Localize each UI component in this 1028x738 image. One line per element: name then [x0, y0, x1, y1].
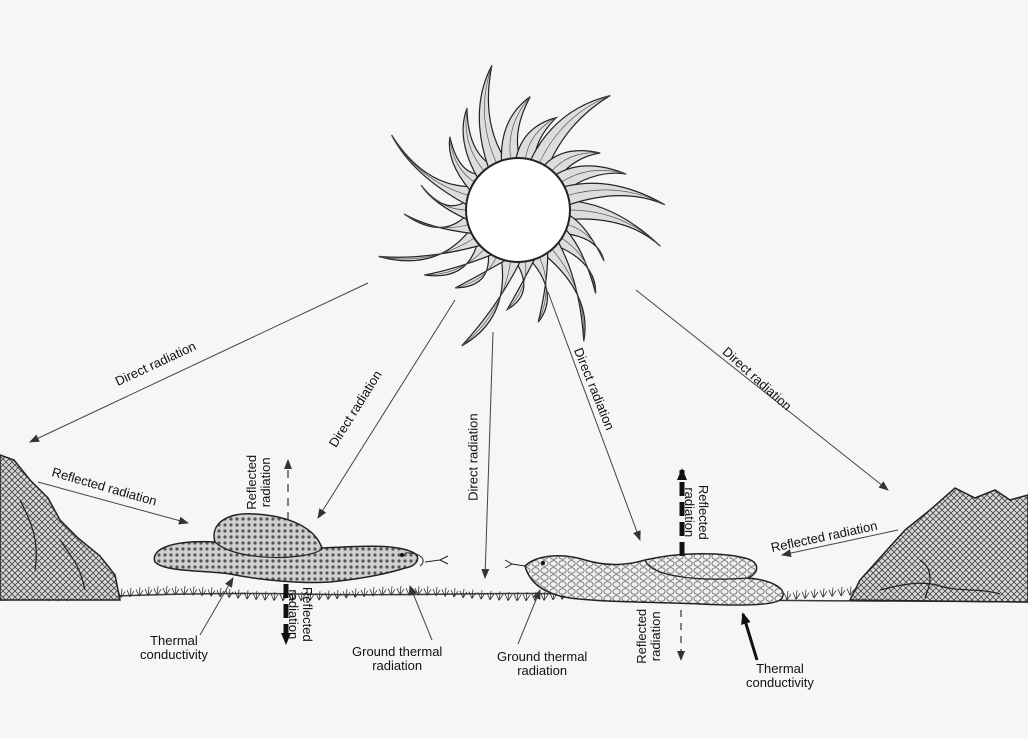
sun-ray-hatch — [424, 248, 485, 276]
sun-ray-hatch — [391, 134, 470, 196]
grass-tuft — [387, 586, 396, 596]
label-reflected-radiation-snake2-down: Reflected radiation — [634, 608, 664, 664]
grass-tuft — [153, 586, 162, 596]
grass-tuft — [792, 590, 801, 600]
sun-ray — [563, 182, 666, 206]
grass-tuft — [333, 589, 342, 600]
grass-tuft — [270, 591, 279, 601]
direct-radiation-arrows — [29, 282, 889, 579]
grass-tuft — [288, 591, 297, 602]
sun-ray-hatch — [537, 256, 547, 323]
grass-tuft — [846, 586, 855, 596]
sun-ray-hatch — [465, 108, 485, 172]
grass-tuft — [252, 590, 261, 601]
sun-disc — [465, 157, 571, 263]
grass-tuft — [495, 591, 504, 601]
grass-tuft — [216, 587, 225, 598]
sun-ray-hatch — [449, 136, 476, 183]
sun-ray-hatch — [538, 95, 611, 164]
grass-tuft — [198, 586, 207, 597]
grass-tuft — [486, 590, 495, 601]
grass-tuft — [306, 591, 315, 601]
grass-tuft — [513, 591, 522, 602]
grass-tuft — [810, 588, 819, 599]
grass-tuft — [801, 589, 810, 599]
grass-tuft — [369, 587, 378, 597]
sun-ray-hatch — [566, 224, 605, 262]
grass-tuft — [783, 590, 792, 601]
grass-tuft — [819, 588, 828, 598]
label-thermal-conductivity-left: Thermal conductivity — [140, 633, 208, 663]
rock-reflected-arrows — [37, 481, 899, 558]
left-rock — [0, 454, 121, 601]
sun-ray-hatch — [509, 96, 531, 160]
sun-ray-hatch — [461, 260, 512, 347]
grass-tuft — [450, 588, 459, 598]
label-ground-thermal-radiation-left: Ground thermal radiation — [352, 644, 443, 674]
grass-tuft — [459, 588, 468, 599]
grass-tuft — [135, 587, 144, 597]
grass-tuft — [477, 590, 486, 600]
grass-tuft — [207, 587, 216, 597]
sun-ray-hatch — [524, 117, 557, 160]
right-snake — [504, 552, 784, 606]
sun-ray-hatch — [378, 237, 476, 260]
sun-ray-hatch — [551, 152, 601, 172]
sun-ray-hatch — [455, 256, 498, 289]
grass-tuft — [297, 591, 306, 602]
grass-tuft — [540, 591, 549, 601]
label-direct-radiation-center: Direct radiation — [465, 413, 481, 501]
sun-ray-hatch — [551, 248, 585, 342]
grass-tuft — [522, 591, 531, 602]
grass-tuft — [432, 586, 441, 597]
grass-tuft — [243, 590, 252, 600]
sun-ray-hatch — [484, 65, 498, 164]
grass-tuft — [468, 589, 477, 599]
sun-ray-hatch — [420, 185, 467, 211]
label-reflected-radiation-snake1-down: Reflected radiation — [285, 586, 315, 642]
grass-tuft — [828, 587, 837, 597]
grass-tuft — [423, 586, 432, 596]
sun-ray-hatch — [403, 213, 470, 228]
sun-ray — [529, 251, 549, 323]
label-reflected-radiation-snake2-up: Reflected radiation — [681, 484, 711, 540]
sun-ray-hatch — [507, 260, 527, 310]
grass-tuft — [315, 591, 324, 601]
conduction-arrows — [199, 577, 759, 661]
right-rock — [848, 487, 1028, 603]
grass-tuft — [234, 589, 243, 599]
sun — [378, 65, 666, 347]
grass-tuft — [324, 590, 333, 600]
grass-tuft — [441, 587, 450, 597]
sun-ray-hatch — [560, 237, 597, 294]
grass-tuft — [396, 586, 405, 596]
grass-tuft — [378, 586, 387, 596]
grass-tuft — [144, 586, 153, 596]
grass-tuft — [351, 588, 360, 598]
grass-tuft — [225, 588, 234, 598]
left-snake — [153, 513, 449, 584]
grass-tuft — [126, 587, 135, 598]
grass-tuft — [171, 585, 180, 596]
grass-tuft — [189, 586, 198, 596]
grass-tuft — [261, 591, 270, 601]
sun-ray-hatch — [569, 209, 661, 247]
grass-tuft — [180, 586, 189, 596]
label-thermal-conductivity-right: Thermal conductivity — [746, 661, 814, 691]
sun-ray — [378, 228, 481, 262]
grass-tuft — [342, 589, 351, 599]
snake-reflected-arrows — [281, 459, 687, 661]
grass-tuft — [360, 587, 369, 598]
sun-ray-hatch — [566, 189, 666, 206]
grass-tuft — [837, 586, 846, 597]
sun-ray-hatch — [560, 169, 627, 183]
sun-ray — [568, 200, 661, 247]
grass-tuft — [504, 591, 513, 601]
label-reflected-radiation-snake1-up: Reflected radiation — [244, 454, 274, 510]
grass-tuft — [162, 586, 171, 596]
label-ground-thermal-radiation-right: Ground thermal radiation — [497, 649, 588, 679]
